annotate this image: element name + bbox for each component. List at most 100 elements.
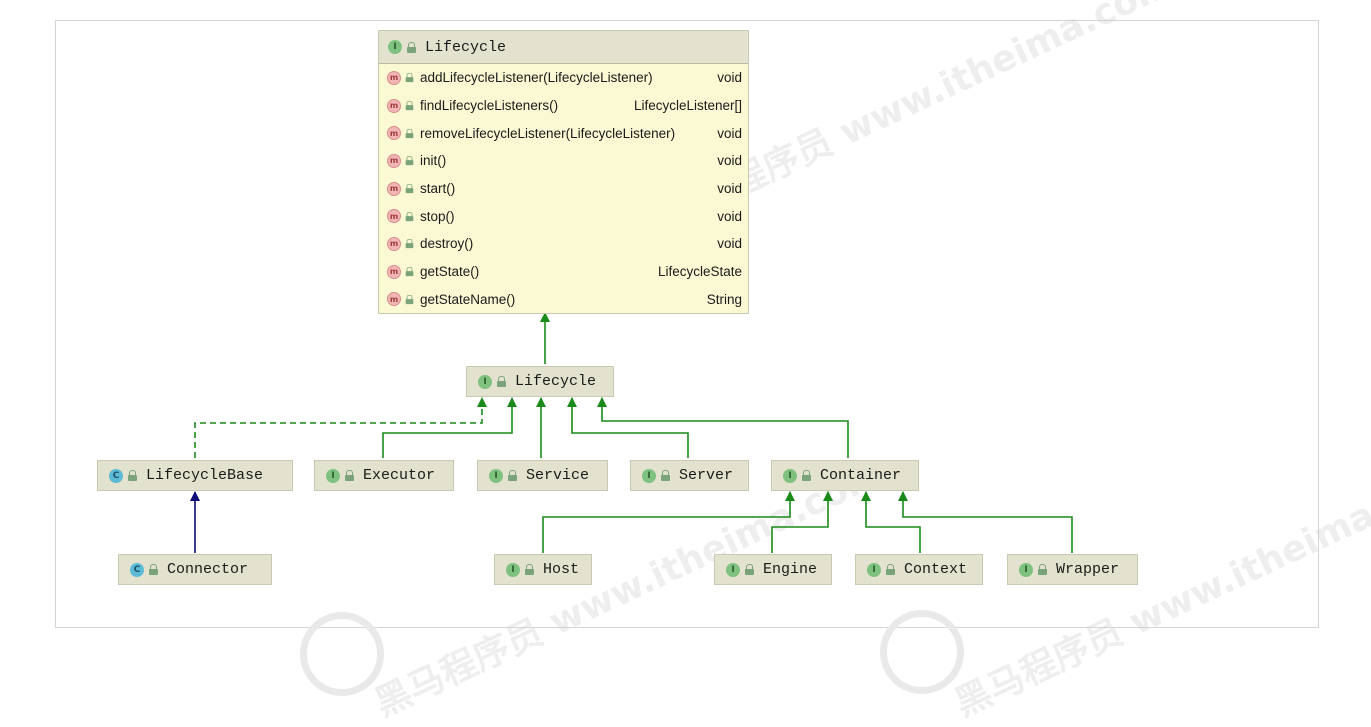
lock-icon bbox=[405, 156, 414, 166]
node-label: Lifecycle bbox=[515, 373, 597, 390]
lock-icon bbox=[405, 128, 414, 138]
method-row[interactable]: m start() void bbox=[379, 175, 748, 203]
lock-icon bbox=[405, 266, 414, 277]
class-icon: C bbox=[130, 562, 144, 577]
lock-icon bbox=[405, 100, 414, 111]
edge-context-to-container bbox=[861, 491, 921, 553]
node-lifecycle[interactable]: I Lifecycle bbox=[466, 366, 614, 397]
node-wrapper[interactable]: I Wrapper bbox=[1007, 554, 1138, 585]
method-return-type: void bbox=[717, 70, 742, 86]
node-lifecyclebase[interactable]: C LifecycleBase bbox=[97, 460, 293, 491]
edge-wrapper-to-container bbox=[898, 491, 1073, 553]
edge-server-to-lifecycle bbox=[567, 397, 689, 458]
method-return-type: void bbox=[717, 208, 742, 224]
node-label: Context bbox=[904, 561, 968, 578]
node-service[interactable]: I Service bbox=[477, 460, 608, 491]
lock-icon bbox=[405, 211, 414, 221]
interface-icon: I bbox=[326, 468, 340, 483]
interface-icon: I bbox=[726, 562, 740, 577]
node-executor[interactable]: I Executor bbox=[314, 460, 454, 491]
interface-icon: I bbox=[783, 468, 797, 483]
method-return-type: String bbox=[706, 291, 742, 307]
node-label: LifecycleBase bbox=[146, 467, 264, 484]
method-icon: m bbox=[387, 209, 401, 224]
method-return-type: LifecycleState bbox=[657, 264, 742, 280]
method-name: destroy() bbox=[420, 236, 474, 252]
method-row[interactable]: m getStateName() String bbox=[379, 286, 748, 314]
method-icon: m bbox=[387, 236, 401, 251]
method-row[interactable]: m removeLifecycleListener(LifecycleListe… bbox=[379, 119, 748, 147]
class-icon: C bbox=[109, 468, 123, 483]
lock-icon bbox=[405, 73, 414, 83]
interface-icon: I bbox=[489, 468, 503, 483]
lock-icon bbox=[405, 239, 414, 249]
lock-icon bbox=[508, 470, 517, 481]
node-engine[interactable]: I Engine bbox=[714, 554, 832, 585]
interface-icon: I bbox=[642, 468, 656, 483]
node-connector[interactable]: C Connector bbox=[118, 554, 272, 585]
node-label: Wrapper bbox=[1056, 561, 1120, 578]
lock-icon bbox=[802, 470, 811, 481]
node-label: Engine bbox=[763, 561, 818, 578]
lock-icon bbox=[745, 564, 754, 575]
method-name: start() bbox=[420, 181, 456, 197]
edge-engine-to-container bbox=[771, 491, 833, 553]
lifecycle-detail-title: Lifecycle bbox=[425, 38, 507, 56]
node-label: Service bbox=[526, 467, 590, 484]
interface-icon: I bbox=[506, 562, 520, 577]
interface-icon: I bbox=[478, 374, 492, 389]
method-name: getStateName() bbox=[420, 291, 516, 307]
method-name: getState() bbox=[420, 264, 480, 280]
lock-icon bbox=[405, 294, 414, 305]
inheritance-edges bbox=[190, 312, 1073, 553]
node-label: Connector bbox=[167, 561, 249, 578]
lock-icon bbox=[497, 376, 506, 387]
node-label: Host bbox=[543, 561, 580, 578]
node-container[interactable]: I Container bbox=[771, 460, 919, 491]
edge-lifecyclebase-to-lifecycle bbox=[194, 397, 487, 458]
node-context[interactable]: I Context bbox=[855, 554, 983, 585]
method-return-type: void bbox=[717, 236, 742, 252]
node-label: Container bbox=[820, 467, 902, 484]
method-name: addLifecycleListener(LifecycleListener) bbox=[420, 70, 653, 86]
lock-icon bbox=[407, 41, 416, 53]
method-return-type: void bbox=[717, 125, 742, 141]
lock-icon bbox=[886, 564, 895, 575]
lock-icon bbox=[345, 470, 354, 481]
lock-icon bbox=[128, 470, 137, 481]
node-host[interactable]: I Host bbox=[494, 554, 592, 585]
lifecycle-detail-header: I Lifecycle bbox=[379, 31, 748, 64]
method-icon: m bbox=[387, 264, 401, 279]
method-row[interactable]: m getState() LifecycleState bbox=[379, 258, 748, 286]
method-row[interactable]: m addLifecycleListener(LifecycleListener… bbox=[379, 64, 748, 92]
method-row[interactable]: m destroy() void bbox=[379, 230, 748, 258]
method-icon: m bbox=[387, 153, 401, 168]
method-row[interactable]: m stop() void bbox=[379, 202, 748, 230]
method-return-type: void bbox=[717, 181, 742, 197]
method-icon: m bbox=[387, 98, 401, 113]
method-icon: m bbox=[387, 292, 401, 307]
method-return-type: void bbox=[717, 153, 742, 169]
method-icon: m bbox=[387, 126, 401, 141]
method-name: stop() bbox=[420, 208, 455, 224]
lifecycle-detail-box[interactable]: I Lifecycle m addLifecycleListener(Lifec… bbox=[378, 30, 749, 314]
method-name: init() bbox=[420, 153, 447, 169]
method-name: findLifecycleListeners() bbox=[420, 98, 559, 114]
interface-icon: I bbox=[388, 40, 402, 54]
method-row[interactable]: m init() void bbox=[379, 147, 748, 175]
method-icon: m bbox=[387, 181, 401, 196]
node-label: Executor bbox=[363, 467, 436, 484]
method-name: removeLifecycleListener(LifecycleListene… bbox=[420, 125, 676, 141]
lock-icon bbox=[149, 564, 158, 575]
edge-executor-to-lifecycle bbox=[382, 397, 517, 458]
node-server[interactable]: I Server bbox=[630, 460, 749, 491]
edge-container-to-lifecycle bbox=[597, 397, 849, 458]
edge-host-to-container bbox=[542, 491, 795, 553]
interface-icon: I bbox=[1019, 562, 1033, 577]
interface-icon: I bbox=[867, 562, 881, 577]
method-row[interactable]: m findLifecycleListeners() LifecycleList… bbox=[379, 92, 748, 120]
method-return-type: LifecycleListener[] bbox=[633, 98, 742, 114]
lock-icon bbox=[525, 564, 534, 575]
lock-icon bbox=[661, 470, 670, 481]
node-label: Server bbox=[679, 467, 734, 484]
